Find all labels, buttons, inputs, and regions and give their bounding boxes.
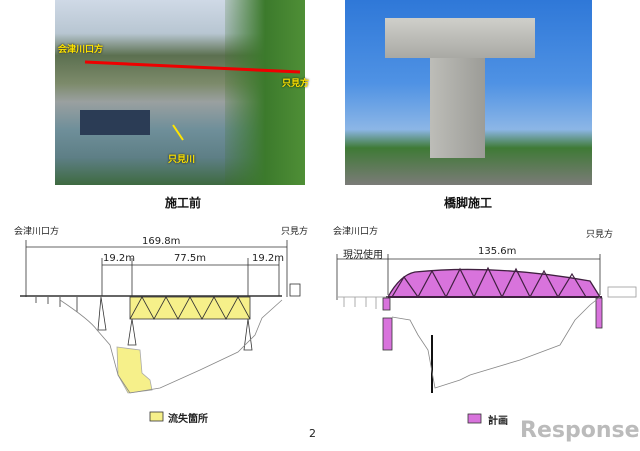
plan-label-aizu: 会津川口方	[333, 227, 379, 237]
dim-right-span: 19.2m	[252, 253, 285, 264]
dim-existing: 現況使用	[343, 250, 383, 261]
legend-plan: 計画	[488, 416, 508, 427]
river-arrow	[172, 124, 184, 141]
caption-before: 施工前	[165, 196, 202, 210]
dim-total: 169.8m	[142, 236, 181, 247]
photo-label-river: 只見川	[168, 155, 196, 165]
diagram-before	[20, 240, 301, 394]
plan-label-tadami: 只見方	[586, 230, 614, 240]
pier-head	[385, 18, 535, 58]
before-label-aizu: 会津川口方	[14, 227, 60, 237]
photo-before-construction	[55, 0, 305, 185]
photo-label-tadami: 只見方	[282, 79, 310, 89]
response-watermark: Response.	[520, 418, 640, 443]
before-label-tadami: 只見方	[281, 227, 309, 237]
bridge-line	[84, 60, 301, 74]
cofferdam	[80, 110, 150, 135]
legend-swatch-washed-out	[149, 411, 164, 422]
diagram-plan	[336, 254, 637, 393]
dim-center-span: 77.5m	[174, 253, 207, 264]
dim-plan-span: 135.6m	[478, 246, 517, 257]
forest	[225, 0, 305, 185]
caption-pier: 橋脚施工	[444, 196, 493, 210]
photo-label-aizu: 会津川口方	[58, 45, 104, 55]
legend-washed-out: 流失箇所	[168, 414, 208, 425]
dim-left-span: 19.2m	[103, 253, 136, 264]
photo-pier-construction	[345, 0, 592, 185]
page-number: 2	[309, 427, 316, 440]
pier-column	[430, 58, 485, 158]
legend-swatch-plan	[467, 413, 482, 424]
